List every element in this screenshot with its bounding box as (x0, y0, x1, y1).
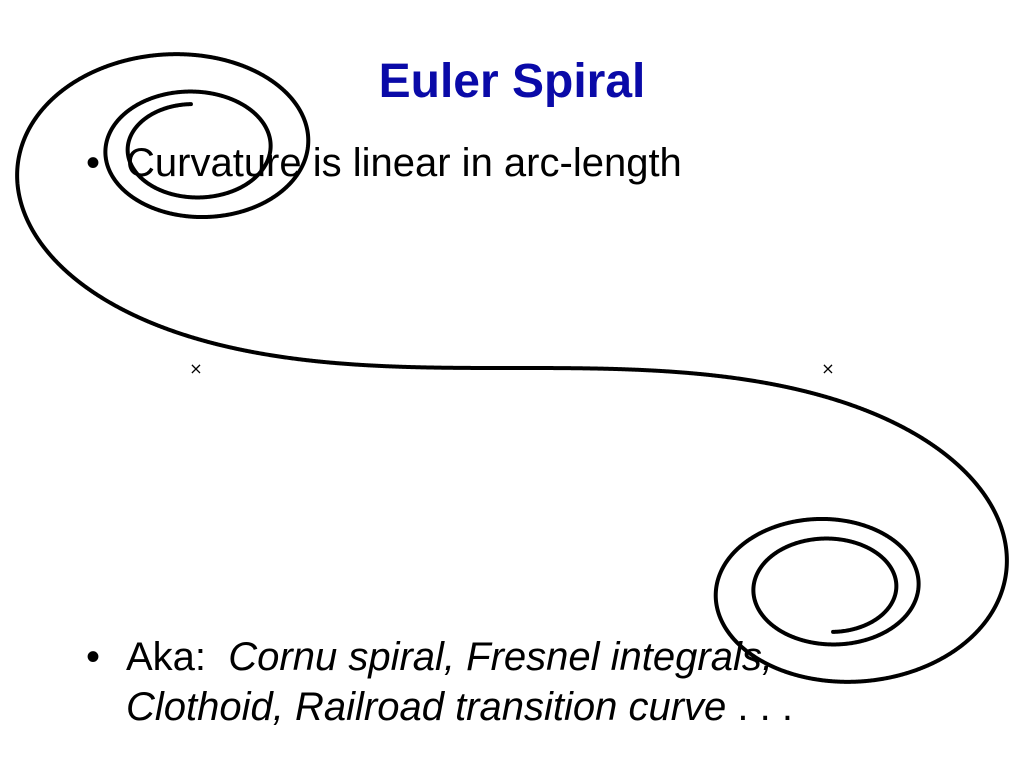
aka-names-line1: Cornu spiral, Fresnel integrals, (228, 635, 773, 679)
right-spiral-center-marker: × (821, 359, 834, 378)
aka-names-line2: Clothoid, Railroad transition curve (126, 685, 727, 729)
aka-prefix: Aka: (126, 635, 207, 679)
bullet-aka: • Aka: Cornu spiral, Fresnel integrals, … (86, 632, 793, 732)
aka-line-2: Clothoid, Railroad transition curve . . … (126, 682, 793, 732)
bullet-mark: • (86, 141, 101, 185)
aka-ellipsis: . . . (726, 685, 793, 729)
left-spiral-center-marker: × (189, 359, 202, 378)
bullet-mark: • (86, 635, 101, 679)
euler-spiral-curve (15, 52, 1009, 684)
bullet-curvature: • Curvature is linear in arc-length (86, 138, 682, 188)
bullet-curvature-text: Curvature is linear in arc-length (126, 141, 682, 185)
bullet-aka-content: Aka: Cornu spiral, Fresnel integrals, Cl… (126, 632, 793, 732)
aka-line-1: Aka: Cornu spiral, Fresnel integrals, (126, 632, 793, 682)
slide-title: Euler Spiral (378, 55, 646, 108)
